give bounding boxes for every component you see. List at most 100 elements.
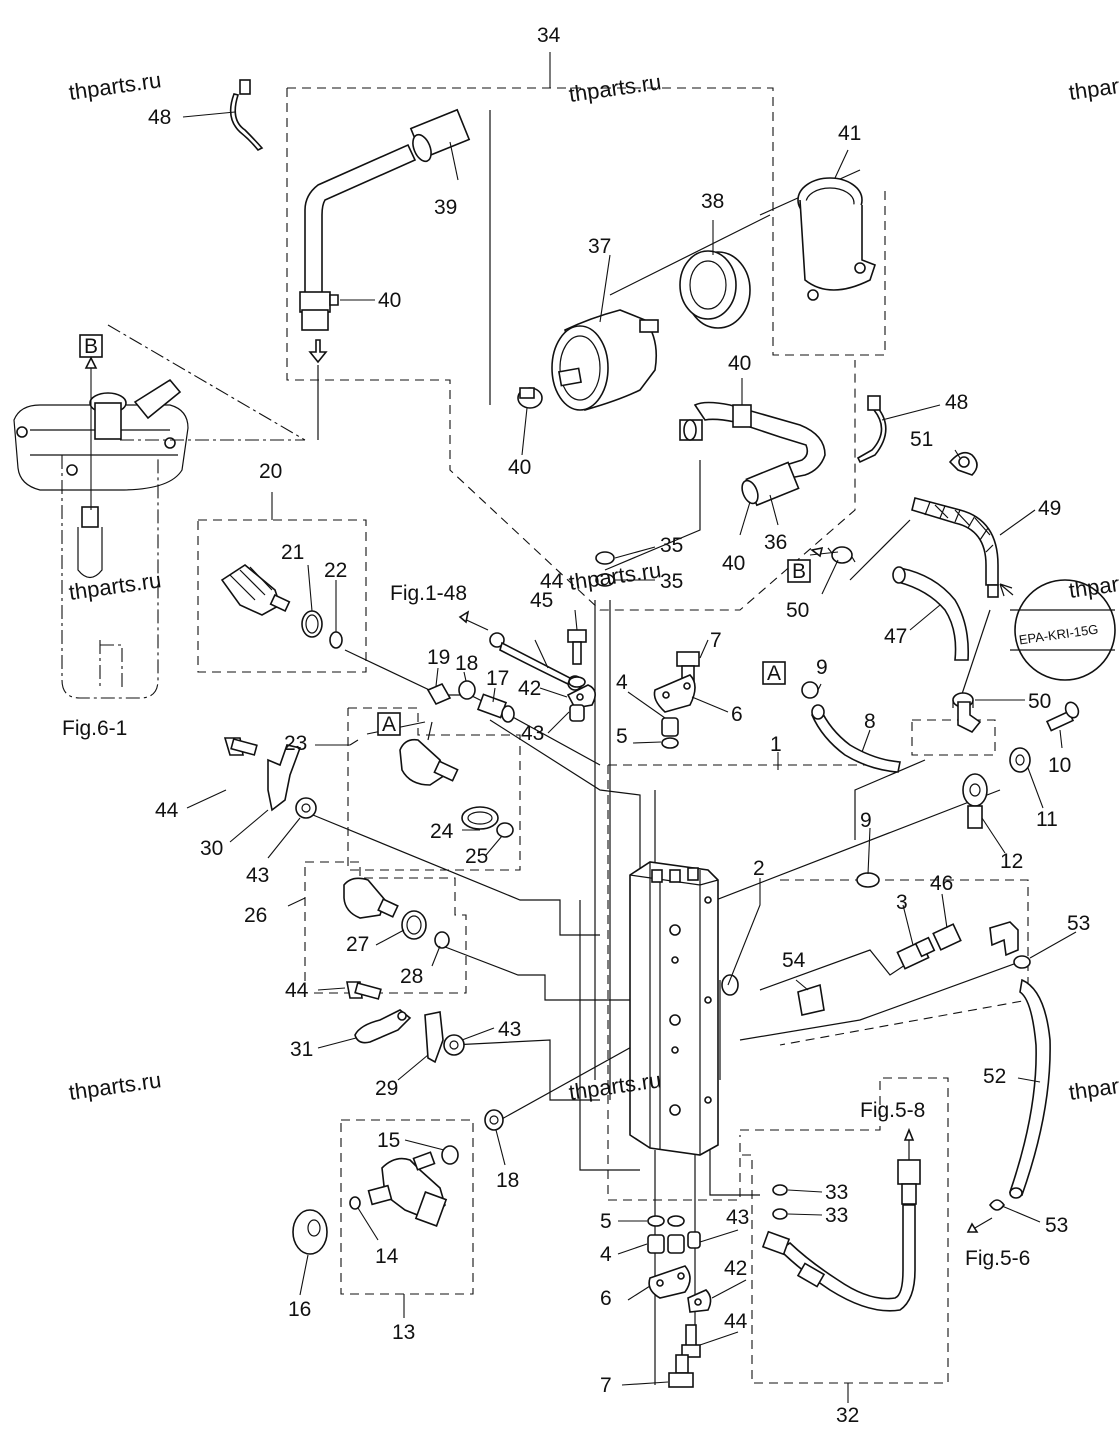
sleeve-part-38 [679, 250, 751, 329]
washer-part-35 [595, 551, 615, 587]
reference-box-a-left: A [377, 712, 401, 736]
part-number-label: 8 [864, 710, 876, 733]
part-number-label: 23 [284, 732, 307, 755]
hose-part-49 [911, 497, 999, 598]
part-number-label: 48 [148, 106, 171, 129]
bracket-part-41 [797, 177, 877, 301]
part-number-label: 14 [375, 1245, 399, 1268]
part-number-label: 9 [860, 809, 872, 832]
part-number-label: 47 [884, 625, 907, 648]
part-number-label: 44 [724, 1310, 748, 1333]
washer-part-5-bottom [647, 1215, 685, 1227]
part-number-label: 37 [588, 235, 611, 258]
clamp-part-50-upper [827, 546, 856, 564]
part-number-label: 4 [616, 671, 628, 694]
bolt-part-44-left [223, 737, 258, 756]
o-ring-part-25 [496, 822, 514, 838]
fitting-elbow-53 [989, 921, 1019, 957]
fitting-part-17 [476, 693, 515, 723]
fig-ref-5-6: Fig.5-6 [965, 1247, 1030, 1270]
part-number-label: 33 [825, 1181, 848, 1204]
part-number-label: 17 [486, 667, 509, 690]
part-number-label: 43 [521, 722, 544, 745]
flange-part-6-bottom [648, 1265, 691, 1299]
part-number-label: 53 [1067, 912, 1090, 935]
seal-part-4-bottom [647, 1234, 685, 1254]
cable-tie-part-48-right [856, 395, 887, 464]
part-number-label: 52 [983, 1065, 1006, 1088]
part-number-label: 18 [455, 652, 478, 675]
svg-text:B: B [792, 560, 806, 583]
collar-part-43-bottom [687, 1231, 701, 1249]
o-ring-part-22 [329, 631, 343, 649]
part-number-label: 54 [782, 949, 806, 972]
part-number-label: 46 [930, 872, 953, 895]
svg-text:A: A [767, 662, 781, 685]
clamp-part-53-upper [1013, 955, 1031, 969]
o-ring-part-15 [441, 1145, 459, 1165]
part-number-label: 6 [600, 1287, 612, 1310]
part-number-label: 42 [518, 677, 541, 700]
part-number-label: 41 [838, 122, 861, 145]
watermark-text: thparts.ru [567, 69, 663, 107]
part-number-label: 36 [764, 531, 787, 554]
bracket-part-31 [354, 1009, 412, 1044]
o-ring-part-24 [461, 806, 499, 830]
o-ring-part-28 [434, 931, 450, 949]
part-number-label: 31 [290, 1038, 313, 1061]
part-number-label: 1 [770, 733, 782, 756]
collar-part-18-bottom [484, 1109, 504, 1131]
epa-stamp: EPA-KRI-15G [999, 579, 1116, 681]
part-number-label: 26 [244, 904, 267, 927]
fitting-part-3 [896, 936, 936, 970]
fitting-elbow-right [957, 701, 982, 734]
label-part-54 [797, 983, 825, 1016]
o-ring-part-27 [401, 910, 427, 940]
fuel-rail-part-1 [629, 861, 739, 1156]
hose-part-52 [1008, 978, 1051, 1199]
bolt-part-44-bottom [681, 1324, 701, 1358]
hose-part-47 [892, 566, 970, 661]
part-number-label: 34 [537, 24, 561, 47]
washer-part-33 [772, 1184, 788, 1220]
part-number-label: 7 [600, 1374, 612, 1397]
o-ring-part-21 [301, 610, 323, 638]
washer-part-11 [1009, 747, 1031, 773]
watermark-text: thparts.ru [567, 557, 663, 595]
watermark-text: thparts.ru [1067, 67, 1119, 105]
plate-part-42-top [566, 684, 596, 709]
washer-part-5-top [661, 737, 679, 749]
injector-part-26 [343, 877, 399, 919]
part-number-label: 32 [836, 1404, 859, 1427]
collar-part-43-top [569, 704, 585, 722]
part-number-label: 10 [1048, 754, 1071, 777]
part-number-label: 27 [346, 933, 369, 956]
part-number-label: 48 [945, 391, 968, 414]
part-number-label: 13 [392, 1321, 415, 1344]
part-number-label: 50 [786, 599, 809, 622]
part-number-label: 5 [600, 1210, 612, 1233]
hose-part-39 [304, 108, 471, 296]
part-number-label: 44 [285, 979, 309, 1002]
watermark-text: thparts.ru [1067, 1067, 1119, 1105]
hose-part-36 [679, 401, 826, 507]
part-number-label: 11 [1036, 808, 1058, 831]
part-number-label: 3 [896, 891, 908, 914]
part-number-label: 38 [701, 190, 724, 213]
part-number-label: 44 [540, 570, 564, 593]
part-number-label: 5 [616, 725, 628, 748]
part-number-label: 39 [434, 196, 457, 219]
part-number-label: 35 [660, 570, 683, 593]
part-number-callouts: 34 48 39 41 38 37 40 40 40 48 51 40 36 4… [148, 24, 1090, 1427]
sensor-part-13 [367, 1151, 448, 1227]
fig-ref-5-8: Fig.5-8 [860, 1099, 925, 1122]
terminal-part-12 [962, 773, 988, 829]
watermark-text: thparts.ru [67, 1067, 163, 1105]
watermark-text: thparts.ru [67, 67, 163, 105]
part-number-label: 40 [508, 456, 531, 479]
part-number-label: 40 [728, 352, 751, 375]
group-13-outline [340, 1119, 474, 1318]
part-number-label: 7 [710, 629, 722, 652]
bracket-part-29 [424, 1011, 444, 1064]
